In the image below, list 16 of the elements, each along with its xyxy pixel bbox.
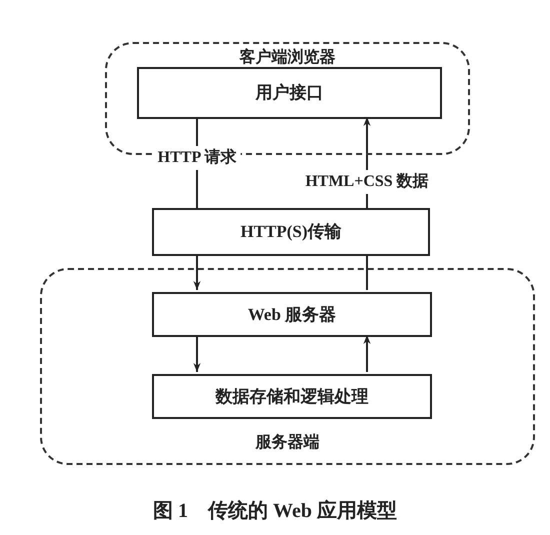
box-label: Web 服务器 [248, 304, 336, 326]
arrow [193, 335, 201, 372]
process-box [152, 208, 430, 256]
figure-caption: 图 1 传统的 Web 应用模型 [152, 498, 398, 524]
process-box [137, 67, 442, 119]
group-heading: 服务器端 [254, 432, 320, 453]
box-label: 用户接口 [256, 82, 324, 104]
process-box [152, 374, 432, 419]
group-boundary [40, 268, 535, 465]
box-label: 数据存储和逻辑处理 [216, 386, 368, 408]
arrow [363, 335, 371, 372]
edge-label: HTTP 请求 [154, 146, 240, 170]
arrow [193, 256, 201, 290]
process-box [152, 292, 432, 337]
box-label: HTTP(S)传输 [240, 221, 342, 244]
group-heading: 客户端浏览器 [238, 47, 336, 68]
